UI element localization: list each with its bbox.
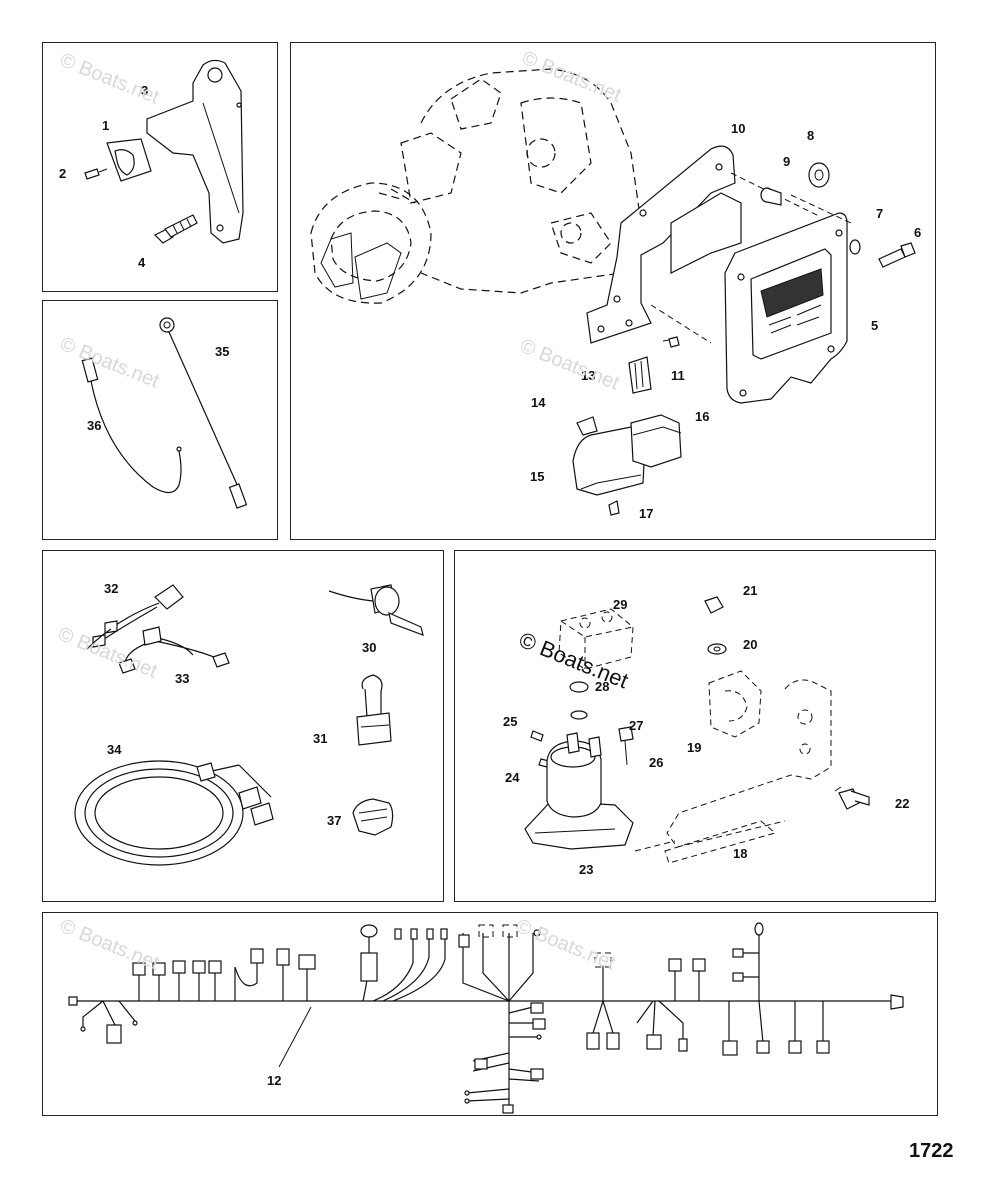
callout-36: 36 bbox=[87, 418, 102, 433]
callout-34: 34 bbox=[107, 742, 122, 757]
callout-23: 23 bbox=[579, 862, 594, 877]
callout-9: 9 bbox=[783, 154, 791, 169]
callout-33: 33 bbox=[175, 671, 190, 686]
callout-22: 22 bbox=[895, 796, 910, 811]
callout-27: 27 bbox=[629, 718, 644, 733]
callout-5: 5 bbox=[871, 318, 879, 333]
callout-28: 28 bbox=[595, 679, 610, 694]
panel-starter-solenoid: 29 21 20 28 27 25 24 26 19 22 23 18 © Bo… bbox=[454, 550, 936, 902]
callout-13: 13 bbox=[581, 368, 596, 383]
panel-ecm: 5 6 7 8 9 10 11 13 14 15 16 17 © Boats.n… bbox=[290, 42, 936, 540]
starter-solenoid-drawing bbox=[524, 596, 870, 864]
callout-10: 10 bbox=[731, 121, 746, 136]
callout-12: 12 bbox=[267, 1073, 282, 1088]
panel-sensors: 35 36 © Boats.net bbox=[42, 300, 278, 540]
callout-18: 18 bbox=[733, 846, 748, 861]
callout-7: 7 bbox=[876, 206, 884, 221]
callout-4: 4 bbox=[138, 255, 146, 270]
callout-6: 6 bbox=[914, 225, 922, 240]
callout-14: 14 bbox=[531, 395, 546, 410]
callout-29: 29 bbox=[613, 597, 628, 612]
main-harness-drawing bbox=[68, 922, 904, 1114]
callout-31: 31 bbox=[313, 731, 328, 746]
callout-35: 35 bbox=[215, 344, 230, 359]
callout-3: 3 bbox=[141, 83, 149, 98]
callout-20: 20 bbox=[743, 637, 758, 652]
panel-main-harness: 12 © Boats.net © Boats.net bbox=[42, 912, 938, 1116]
bracket-drawing bbox=[84, 59, 244, 244]
callout-25: 25 bbox=[503, 714, 518, 729]
panel-harness-adapters: 32 33 34 30 31 37 © Boats.net bbox=[42, 550, 444, 902]
callout-11: 11 bbox=[671, 368, 685, 383]
callout-32: 32 bbox=[104, 581, 119, 596]
harness-adapters-drawing bbox=[74, 584, 424, 866]
ecm-drawing bbox=[310, 68, 916, 516]
callout-19: 19 bbox=[687, 740, 702, 755]
page-number: 1722 bbox=[909, 1140, 954, 1162]
callout-8: 8 bbox=[807, 128, 815, 143]
callout-15: 15 bbox=[530, 469, 545, 484]
sensors-drawing bbox=[81, 317, 248, 509]
callout-1: 1 bbox=[102, 118, 110, 133]
callout-17: 17 bbox=[639, 506, 654, 521]
callout-16: 16 bbox=[695, 409, 710, 424]
panel-bracket: 1 2 3 4 © Boats.net bbox=[42, 42, 278, 292]
callout-37: 37 bbox=[327, 813, 342, 828]
callout-30: 30 bbox=[362, 640, 377, 655]
callout-21: 21 bbox=[743, 583, 758, 598]
callout-26: 26 bbox=[649, 755, 664, 770]
callout-24: 24 bbox=[505, 770, 520, 785]
callout-2: 2 bbox=[59, 166, 67, 181]
